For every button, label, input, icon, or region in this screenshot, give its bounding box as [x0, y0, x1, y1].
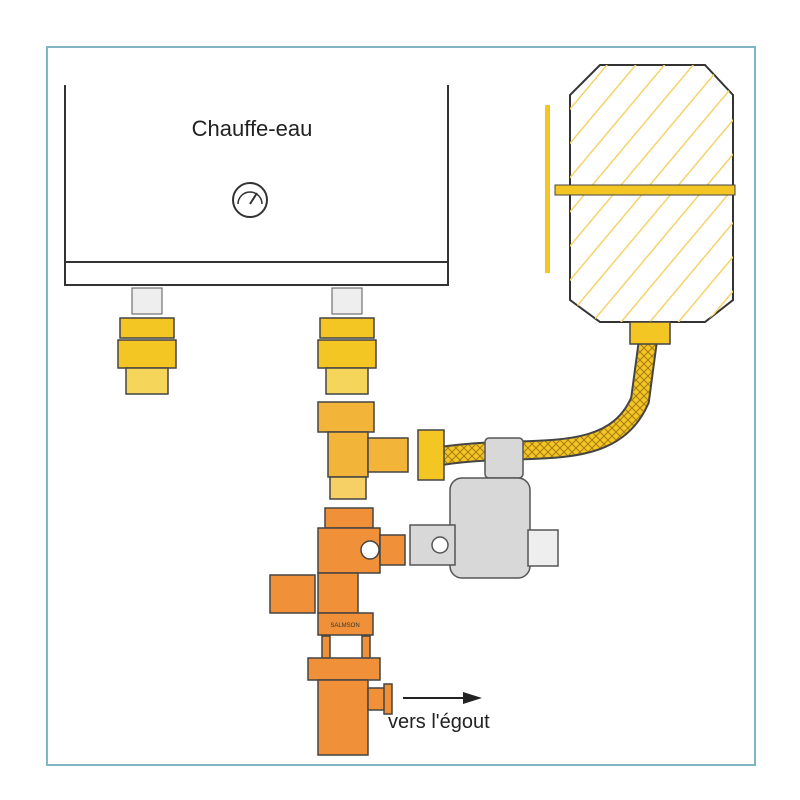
drain-siphon — [307, 635, 393, 756]
tee-fitting — [317, 401, 409, 500]
drain-arrow-icon — [403, 692, 482, 704]
safety-group: SALMSON — [269, 507, 406, 636]
expansion-tank — [545, 64, 736, 345]
water-heater: Chauffe-eau — [64, 85, 449, 286]
right-union-fitting — [317, 317, 377, 395]
frame-border — [46, 46, 756, 766]
drain-label: vers l'égout — [388, 711, 490, 733]
heater-outlet-threads — [131, 287, 363, 315]
left-union-fitting — [117, 317, 177, 395]
pressure-reducer — [409, 437, 559, 579]
heater-label: Chauffe-eau — [192, 116, 313, 141]
brand-mark: SALMSON — [330, 623, 359, 629]
thermometer-gauge-icon — [232, 182, 268, 218]
hose-nut — [417, 429, 445, 481]
